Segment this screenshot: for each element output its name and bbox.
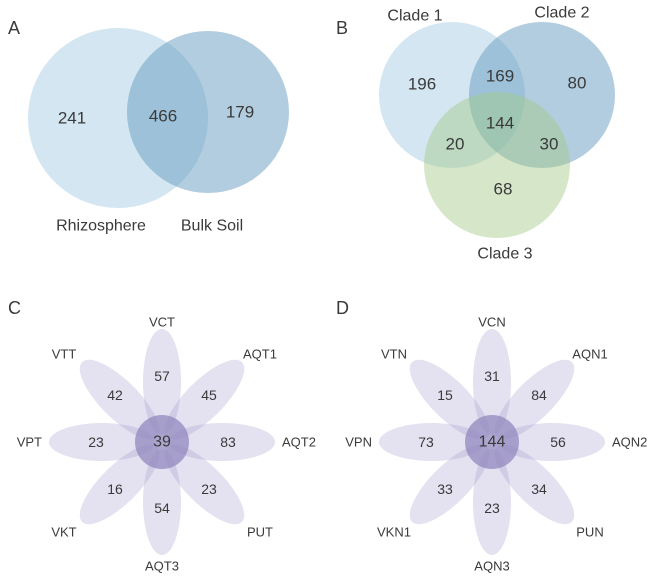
flower-c-petal-4-value: 54: [154, 500, 170, 516]
flower-d-petal-3-label: PUN: [576, 525, 603, 540]
flower-d-petal-1: [494, 359, 575, 440]
flower-c-petal-6: [49, 423, 155, 461]
flower-d-petal-6: [379, 423, 485, 461]
flower-d-petal-0-label: VCN: [478, 315, 505, 330]
venn-b-clade2-label: Clade 2: [534, 5, 589, 22]
panel-a: A 241 466 179 Rhizosphere Bulk Soil: [8, 18, 289, 235]
flower-c-petal-7: [79, 359, 160, 440]
flower-c-petal-0-label: VCT: [149, 315, 175, 330]
flower-d-petal-2-value: 56: [550, 434, 566, 450]
venn-b-clade2-only-value: 80: [568, 74, 587, 93]
flower-c-petal-3: [164, 444, 245, 525]
panel-c-letter: C: [8, 298, 21, 318]
panel-a-letter: A: [8, 18, 20, 38]
panel-b-letter: B: [336, 18, 348, 38]
flower-c-petal-1-label: AQT1: [243, 347, 277, 362]
flower-d-petal-4: [473, 449, 511, 555]
flower-d-petal-7: [409, 359, 490, 440]
flower-d-petal-7-value: 15: [437, 387, 453, 403]
venn-b-clade1-label: Clade 1: [387, 8, 442, 25]
flower-c-petal-2-value: 83: [220, 434, 236, 450]
panel-d-letter: D: [336, 298, 349, 318]
venn-a-right-value: 179: [226, 103, 254, 122]
flower-d-petal-2-label: AQN2: [612, 435, 647, 450]
venn-b-clade3-only-value: 68: [494, 180, 513, 199]
flower-c-petal-7-label: VTT: [52, 347, 77, 362]
flower-c-petal-5-value: 16: [107, 481, 123, 497]
flower-c-petal-5-label: VKT: [51, 525, 76, 540]
venn-b-clade2-clade3-value: 30: [540, 135, 559, 154]
venn-b-circle-clade2: [469, 22, 615, 168]
flower-d-petal-0: [473, 329, 511, 435]
flower-c-petal-4: [143, 449, 181, 555]
flower-c-center: [135, 415, 189, 469]
panel-c: C 57 45 83 23 54 16 23 42 39 VCT AQT1 AQ…: [8, 298, 316, 574]
venn-b-clade1-only-value: 196: [408, 75, 436, 94]
flower-d-petal-2: [499, 423, 605, 461]
flower-d-petal-1-value: 84: [531, 387, 547, 403]
flower-d-petal-6-label: VPN: [345, 435, 372, 450]
flower-d-petal-5: [409, 444, 490, 525]
venn-a-left-label: Rhizosphere: [56, 218, 146, 235]
venn-a-right-circle: [127, 31, 289, 193]
flower-d-petal-0-value: 31: [484, 368, 500, 384]
flower-d-petal-4-value: 23: [484, 500, 500, 516]
flower-c-petal-6-value: 23: [88, 434, 104, 450]
flower-d-center-value: 144: [479, 434, 506, 451]
venn-a-left-value: 241: [58, 109, 86, 128]
flower-c-petal-7-value: 42: [107, 387, 123, 403]
venn-a-intersection-value: 466: [149, 107, 177, 126]
flower-d: [379, 329, 605, 555]
flower-c: [49, 329, 275, 555]
flower-c-center-value: 39: [153, 434, 171, 451]
flower-c-petal-4-label: AQT3: [145, 559, 179, 574]
flower-d-petal-3: [494, 444, 575, 525]
flower-d-petal-3-value: 34: [531, 481, 547, 497]
flower-d-petal-5-value: 33: [437, 481, 453, 497]
venn-b-center-value: 144: [486, 114, 514, 133]
flower-c-petal-1: [164, 359, 245, 440]
panel-b: B Clade 1 Clade 2 Clade 3 196 169 80 144…: [336, 5, 615, 263]
flower-d-center: [465, 415, 519, 469]
flower-c-petal-0: [143, 329, 181, 435]
flower-d-petal-4-label: AQN3: [474, 559, 509, 574]
flower-c-petal-2-label: AQT2: [282, 435, 316, 450]
panel-d: D 31 84 56 34 23 33 73 15 144 VCN AQN1 A…: [336, 298, 647, 574]
flower-c-petal-3-label: PUT: [247, 525, 273, 540]
flower-d-petal-6-value: 73: [418, 434, 434, 450]
venn-b-clade3-label: Clade 3: [477, 246, 532, 263]
venn-b-circle-clade3: [424, 92, 570, 238]
flower-d-petal-5-label: VKN1: [377, 525, 411, 540]
flower-c-petal-6-label: VPT: [17, 435, 42, 450]
flower-c-petal-0-value: 57: [154, 368, 170, 384]
flower-c-petal-3-value: 23: [201, 481, 217, 497]
venn-b-clade1-clade2-value: 169: [486, 67, 514, 86]
flower-d-petal-1-label: AQN1: [572, 347, 607, 362]
flower-c-petal-1-value: 45: [201, 387, 217, 403]
venn-a-right-label: Bulk Soil: [181, 218, 243, 235]
flower-c-petal-2: [169, 423, 275, 461]
flower-d-petal-7-label: VTN: [381, 347, 407, 362]
venn-b-clade1-clade3-value: 20: [446, 135, 465, 154]
flower-c-petal-5: [79, 444, 160, 525]
